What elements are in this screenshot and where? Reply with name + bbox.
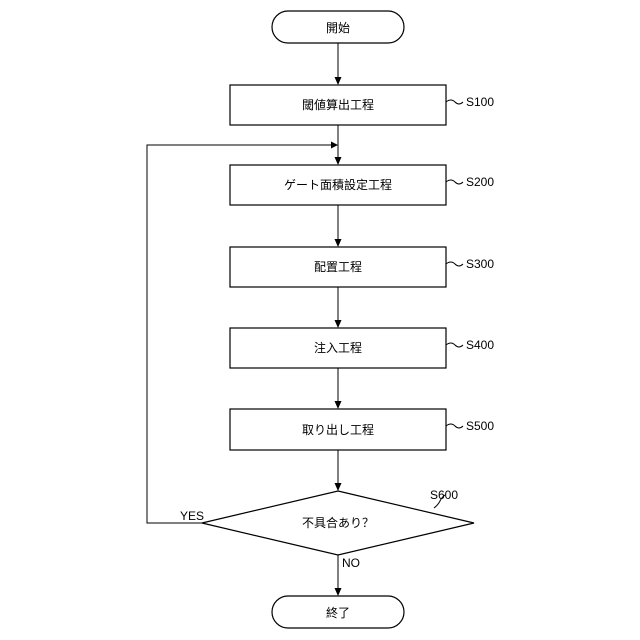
process-label-s100: 閾値算出工程 (302, 97, 374, 112)
end-terminal: 終了 (272, 596, 404, 628)
yes-label: YES (180, 509, 204, 523)
process-label-s400: 注入工程 (314, 340, 362, 355)
process-box-s100: 閾値算出工程 (230, 85, 446, 125)
no-label: NO (342, 556, 360, 570)
callout-s200 (446, 180, 463, 184)
process-label-s500: 取り出し工程 (302, 422, 374, 437)
process-box-s300: 配置工程 (230, 247, 446, 287)
step-code-s200: S200 (466, 175, 494, 189)
start-terminal: 開始 (272, 11, 404, 43)
process-label-s300: 配置工程 (314, 259, 362, 274)
arrow-s500-to-decision (335, 450, 342, 491)
callout-s300 (446, 262, 463, 266)
arrow-s400-to-s500 (335, 368, 342, 409)
arrow-start-to-s100 (335, 43, 342, 85)
arrow-s200-to-s300 (335, 205, 342, 247)
callout-s500 (446, 424, 463, 428)
step-code-s100: S100 (466, 95, 494, 109)
process-label-s200: ゲート面積設定工程 (284, 177, 392, 192)
decision-label: 不具合あり？ (302, 515, 374, 530)
step-code-s500: S500 (466, 419, 494, 433)
process-box-s200: ゲート面積設定工程 (230, 165, 446, 205)
decision-code: S600 (430, 488, 458, 502)
process-box-s500: 取り出し工程 (230, 409, 446, 450)
callout-s100 (446, 100, 463, 104)
start-label: 開始 (326, 21, 350, 35)
callout-s400 (446, 343, 463, 347)
process-box-s400: 注入工程 (230, 328, 446, 368)
end-label: 終了 (326, 605, 350, 620)
step-code-s400: S400 (466, 338, 494, 352)
step-code-s300: S300 (466, 257, 494, 271)
arrow-s300-to-s400 (335, 287, 342, 328)
arrow-decision-to-end (335, 555, 342, 596)
